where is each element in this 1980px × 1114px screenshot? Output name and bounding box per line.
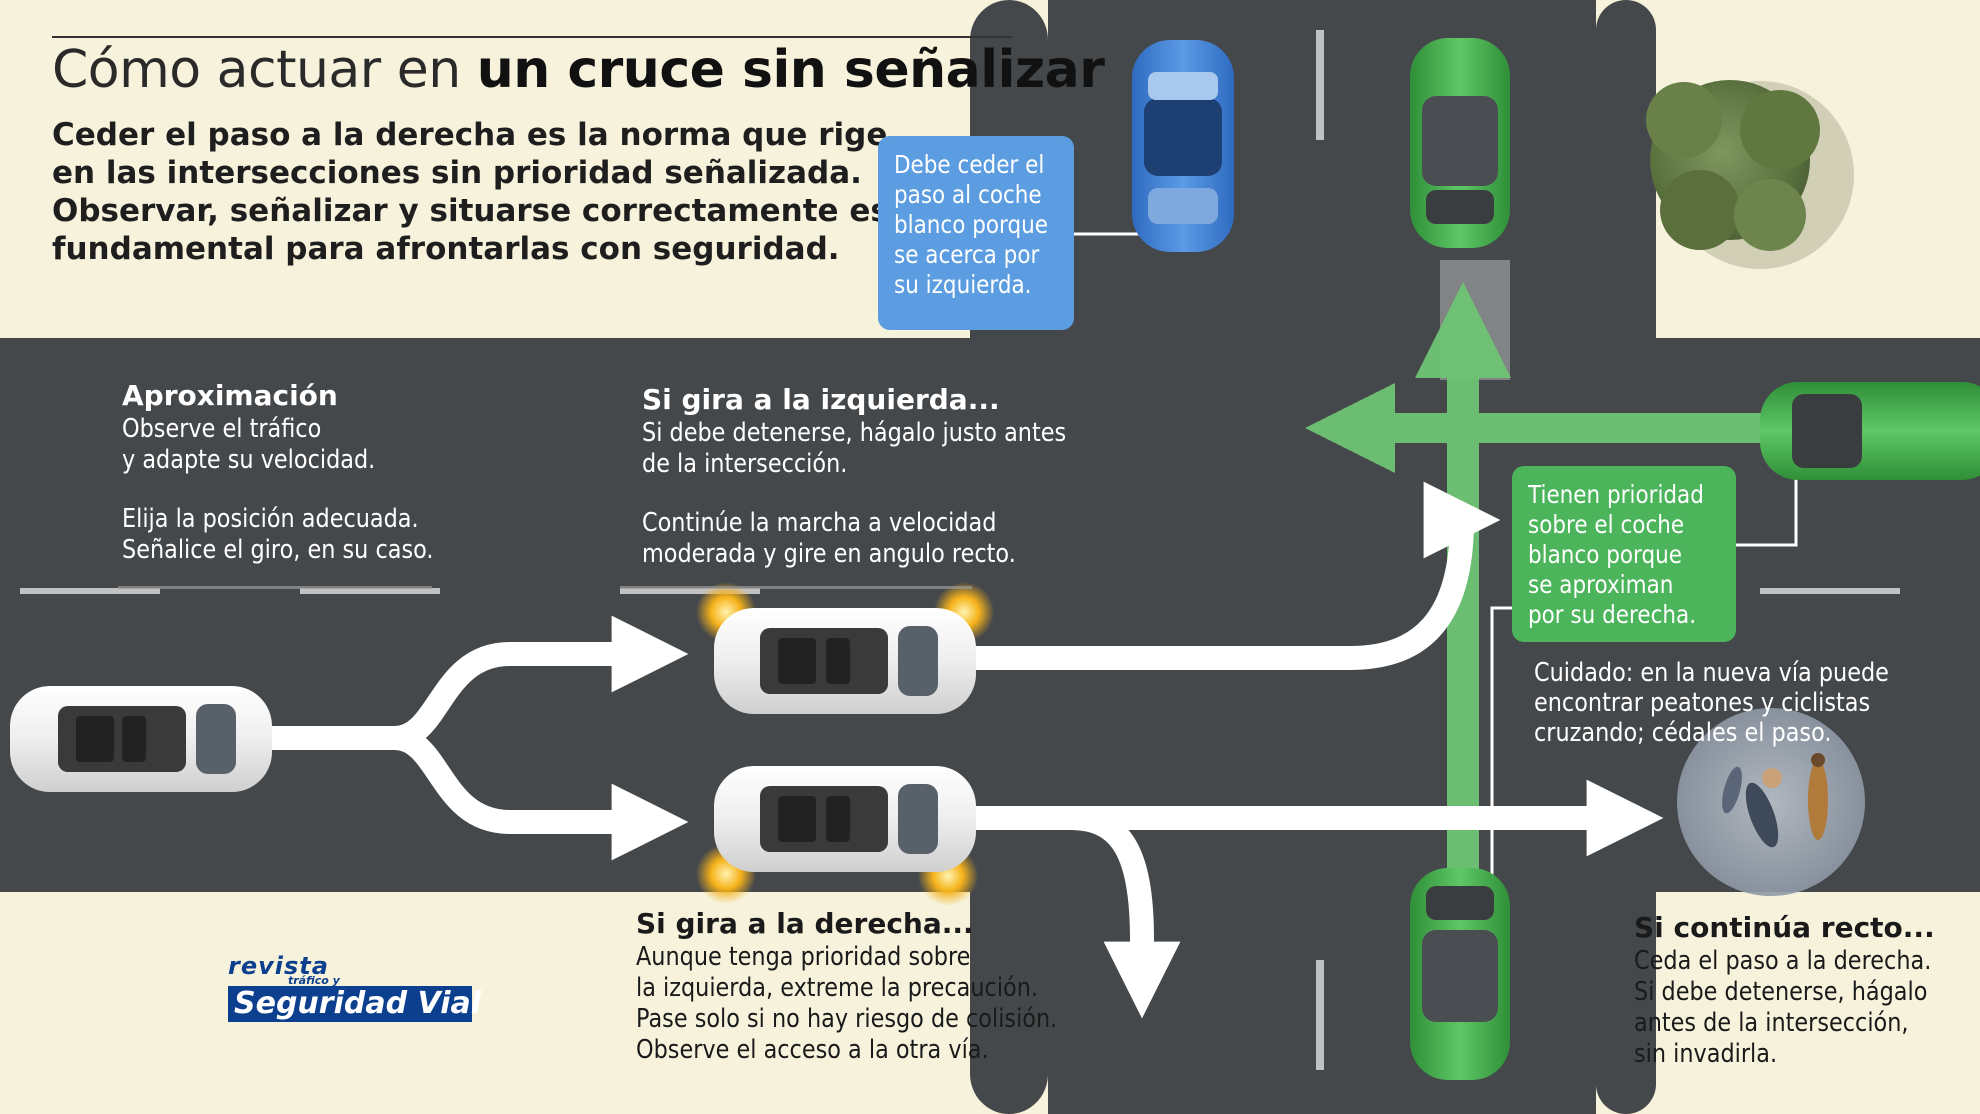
page-title: Cómo actuar en un cruce sin señalizar [52,40,1105,100]
callout-blue-line: se acerca por [894,240,1040,269]
callout-blue-line: paso al coche [894,180,1042,209]
car-green-right [1760,382,1980,480]
callout-green: Tienen prioridad sobre el coche blanco p… [1512,466,1736,642]
callout-green-pointer-bottom [1490,606,1520,900]
left-turn-line: Continúe la marcha a velocidad [642,508,997,538]
lead-line: Observar, señalizar y situarse correctam… [52,193,889,229]
title-regular: Cómo actuar en [52,40,477,100]
corner-top-left [0,0,1048,338]
corner-bottom-right [1596,892,1980,1114]
lead-line: Ceder el paso a la derecha es la norma q… [52,117,888,153]
callout-blue-line: su izquierda. [894,270,1032,299]
logo-sub: tráfico y [288,974,340,987]
right-turn-line: Aunque tenga prioridad sobre [636,942,971,972]
car-white-left-turn [696,582,994,714]
car-blue [1132,40,1234,252]
callout-blue-line: Debe ceder el [894,150,1045,179]
right-turn-block: Si gira a la derecha... Aunque tenga pri… [636,906,1126,1066]
left-turn-line: de la intersección. [642,449,848,479]
right-turn-heading: Si gira a la derecha... [636,907,974,940]
callout-blue: Debe ceder el paso al coche blanco porqu… [878,136,1074,330]
lead-line: fundamental para afrontarlas con segurid… [52,231,840,267]
callout-green-line: blanco porque [1528,540,1683,569]
left-turn-block: Si gira a la izquierda... Si debe detene… [642,382,1135,570]
approach-line: Señalice el giro, en su caso. [122,535,434,565]
right-turn-line: la izquierda, extreme la precaución. [636,973,1038,1003]
car-white-right-turn [696,766,978,906]
straight-heading: Si continúa recto... [1634,911,1935,944]
approach-block: Aproximación Observe el tráfico y adapte… [122,378,484,566]
white-arrows [270,481,1664,1019]
pedestrians-cyclist-icon [1677,708,1865,896]
car-green-top [1410,38,1510,248]
logo-main: Seguridad Vial [234,986,482,1021]
callout-green-line: Tienen prioridad [1528,480,1704,509]
approach-line: Observe el tráfico [122,414,322,444]
title-bold: un cruce sin señalizar [476,40,1105,100]
logo-top: revista [228,952,329,980]
straight-line: Ceda el paso a la derecha. [1634,946,1932,976]
car-white-start [10,686,272,792]
left-turn-heading: Si gira a la izquierda... [642,383,1000,416]
caution-line: encontrar peatones y ciclistas [1534,688,1871,718]
lead-line: en las intersecciones sin prioridad seña… [52,155,862,191]
lead-paragraph: Ceder el paso a la derecha es la norma q… [52,116,889,268]
approach-line: y adapte su velocidad. [122,445,376,475]
straight-block: Si continúa recto... Ceda el paso a la d… [1634,910,1980,1070]
left-turn-line: moderada y gire en angulo recto. [642,539,1016,569]
approach-line: Elija la posición adecuada. [122,504,419,534]
caution-line: Cuidado: en la nueva vía puede [1534,658,1889,688]
right-turn-line: Observe el acceso a la otra vía. [636,1035,989,1065]
straight-line: sin invadirla. [1634,1039,1778,1069]
callout-green-line: se aproximan [1528,570,1674,599]
right-turn-line: Pase solo si no hay riesgo de colisión. [636,1004,1058,1034]
caution-line: cruzando; cédales el paso. [1534,718,1832,748]
title-rule [52,36,1012,38]
car-green-bottom [1410,868,1510,1080]
caution-block: Cuidado: en la nueva vía puede encontrar… [1534,658,1947,748]
approach-heading: Aproximación [122,379,338,412]
green-arrows [1305,282,1800,870]
straight-line: antes de la intersección, [1634,1008,1909,1038]
logo-bar [228,986,472,1022]
revista-seguridad-vial-logo: revista tráfico y Seguridad Vial [228,952,481,1022]
corner-bottom-left [0,892,1048,1114]
straight-line: Si debe detenerse, hágalo [1634,977,1928,1007]
callout-blue-line: blanco porque [894,210,1049,239]
callout-green-line: por su derecha. [1528,600,1697,629]
callout-green-line: sobre el coche [1528,510,1685,539]
left-turn-line [642,480,1066,508]
tree [1646,80,1854,269]
left-turn-line: Si debe detenerse, hágalo justo antes [642,418,1067,448]
approach-line [122,476,433,504]
